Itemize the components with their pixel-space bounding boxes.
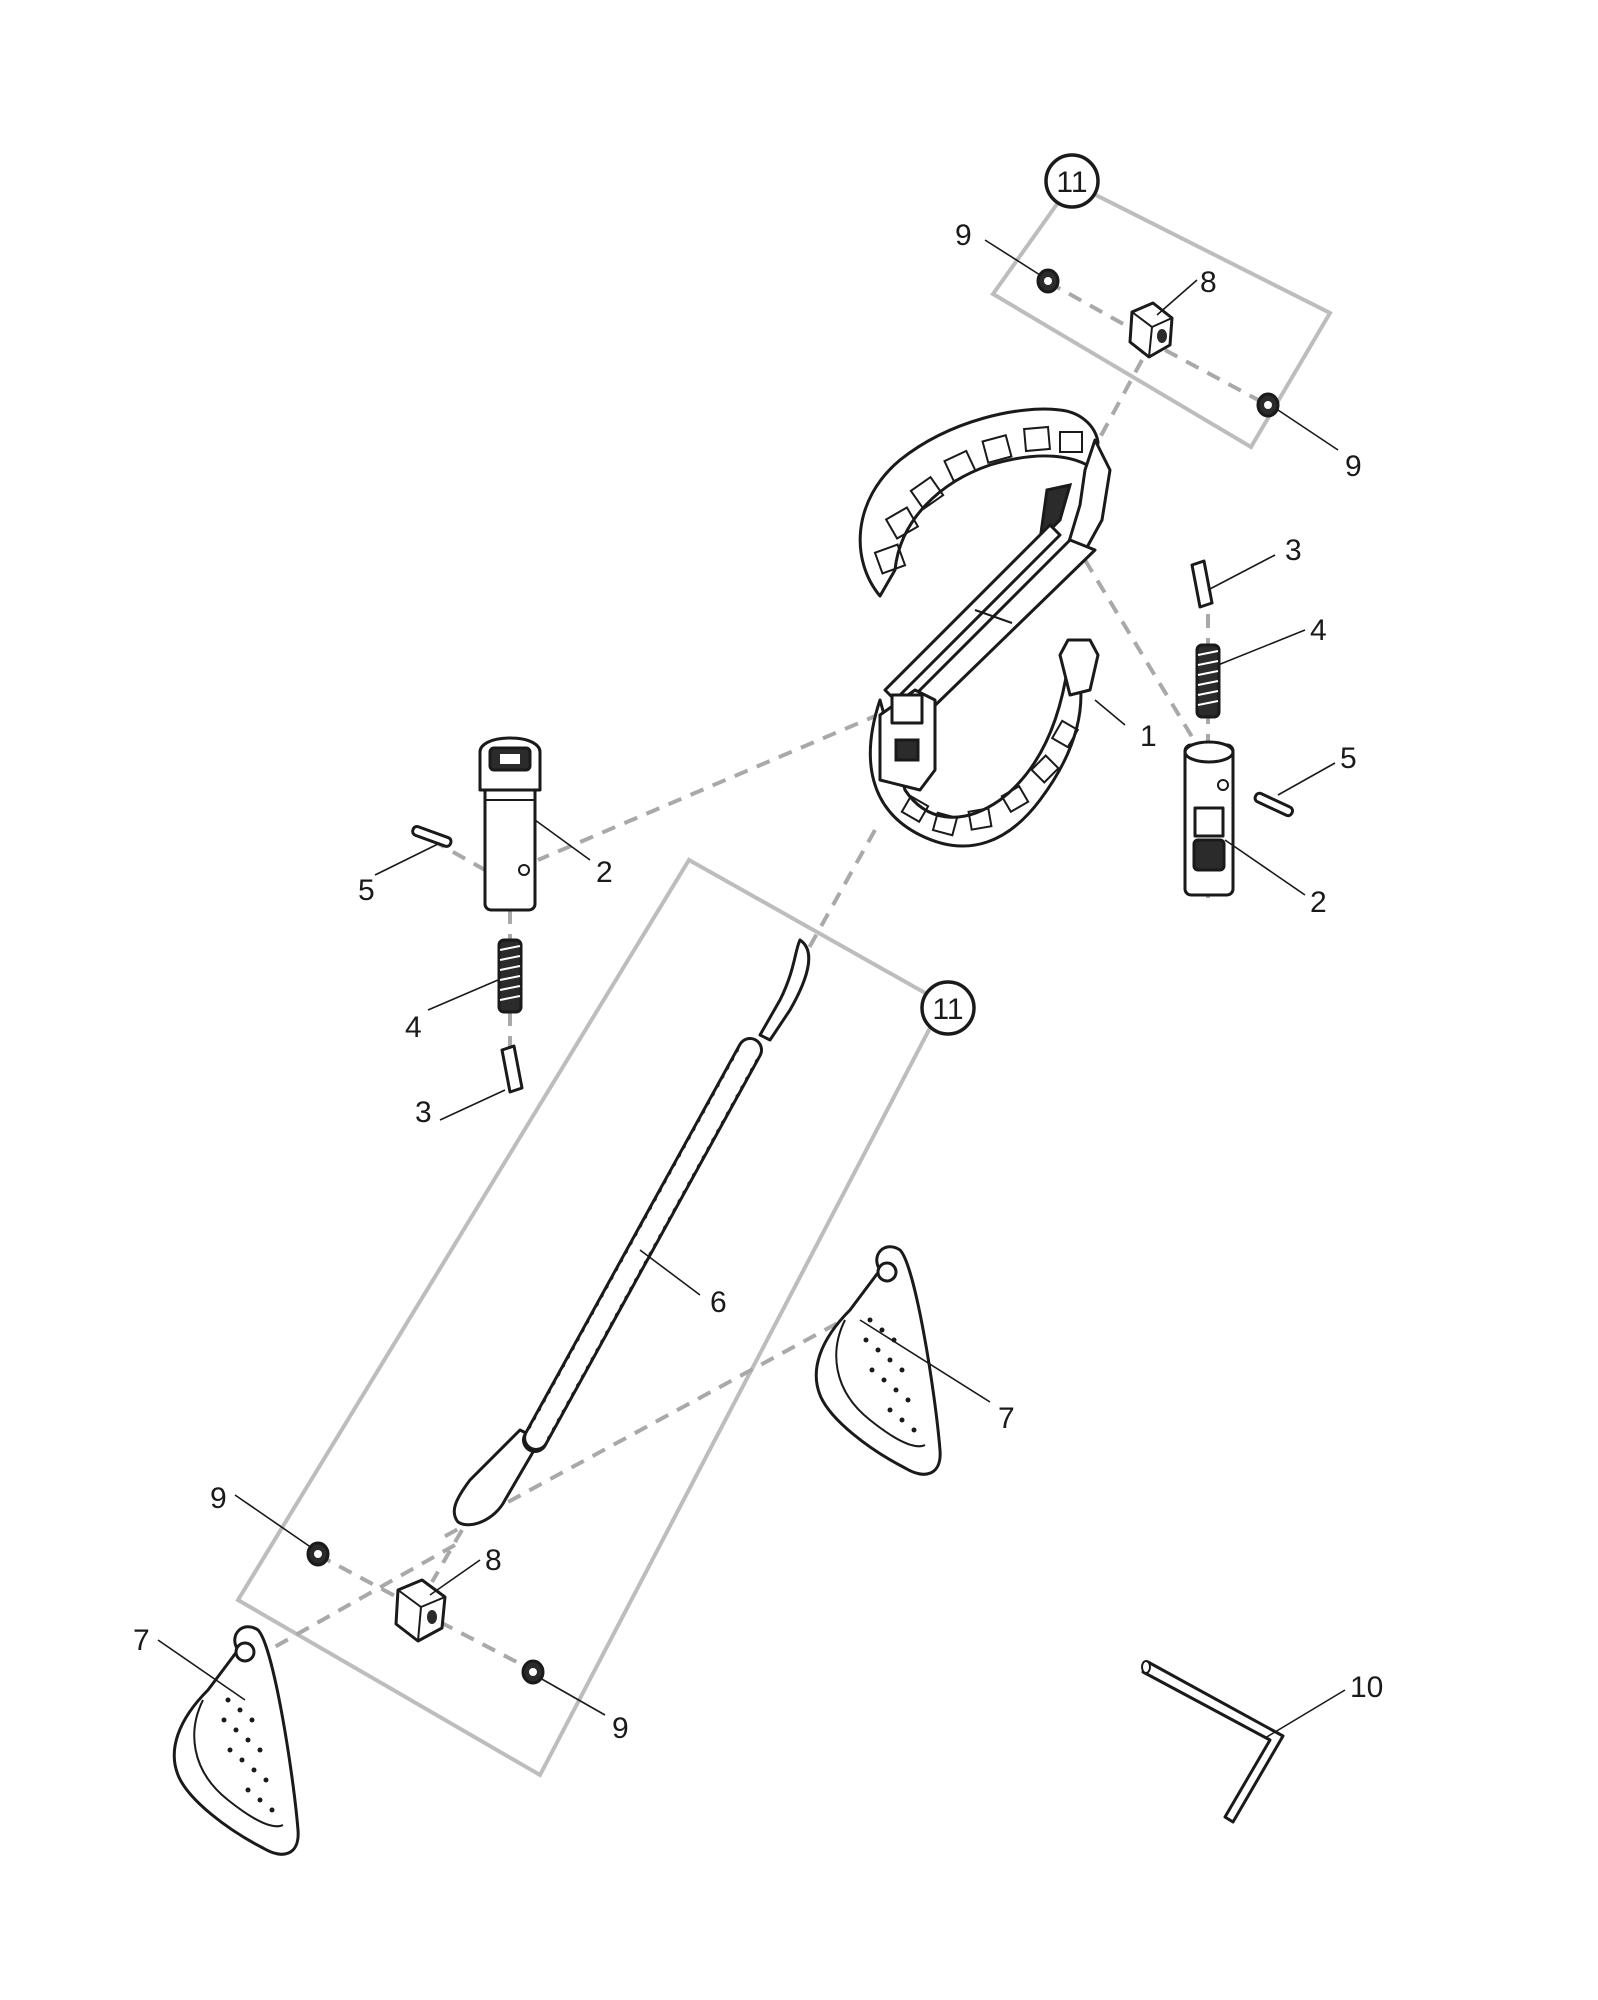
pin-icon <box>411 825 453 848</box>
spring-icon <box>1195 643 1221 719</box>
svg-text:11: 11 <box>1056 166 1087 199</box>
assembly-lines <box>254 280 1263 1672</box>
nut-icon <box>1256 392 1280 418</box>
nut-icon <box>521 1659 545 1685</box>
kit-callout-upper: 11 <box>1044 153 1100 209</box>
callout-7-left: 7 <box>133 1624 150 1657</box>
callout-3-right: 3 <box>1285 534 1302 567</box>
callout-5-right: 5 <box>1340 742 1357 775</box>
callout-9-upper-left: 9 <box>955 219 972 252</box>
callout-2-right: 2 <box>1310 886 1327 919</box>
callout-7-right: 7 <box>998 1402 1015 1435</box>
callout-9-upper-right: 9 <box>1345 450 1362 483</box>
callout-10: 10 <box>1350 1671 1383 1704</box>
leader-lines <box>157 239 1346 1739</box>
pin-icon <box>1253 791 1295 818</box>
callout-9-lower-left: 9 <box>210 1482 227 1515</box>
chain-frame-icon <box>858 407 1112 848</box>
callout-3-left: 3 <box>415 1096 432 1129</box>
callout-4-right: 4 <box>1310 614 1327 647</box>
callout-4-left: 4 <box>405 1011 422 1044</box>
key-icon <box>1190 559 1214 609</box>
callout-8-lower: 8 <box>485 1544 502 1577</box>
callout-2-left: 2 <box>596 856 613 889</box>
callout-1: 1 <box>1140 720 1157 753</box>
pin-body-right-icon <box>1183 740 1235 897</box>
connector-block-icon <box>394 1578 447 1643</box>
nut-icon <box>306 1541 330 1567</box>
callout-9-lower-right: 9 <box>612 1712 629 1745</box>
spring-cable-icon <box>452 938 811 1527</box>
key-icon <box>500 1044 524 1094</box>
handle-icon <box>172 1625 300 1856</box>
svg-text:11: 11 <box>932 993 963 1026</box>
callout-6: 6 <box>710 1286 727 1319</box>
spring-icon <box>497 938 523 1014</box>
kit-callout-lower: 11 <box>920 980 976 1036</box>
hex-key-icon <box>1141 1660 1285 1824</box>
callout-5-left: 5 <box>358 874 375 907</box>
connector-block-icon <box>1128 301 1174 359</box>
callout-8-upper: 8 <box>1200 266 1217 299</box>
kit-box-upper <box>990 180 1333 450</box>
nut-icon <box>1036 268 1060 294</box>
pin-body-left-icon <box>478 736 542 912</box>
kit-box-lower <box>235 857 946 1778</box>
handle-icon <box>814 1245 942 1476</box>
